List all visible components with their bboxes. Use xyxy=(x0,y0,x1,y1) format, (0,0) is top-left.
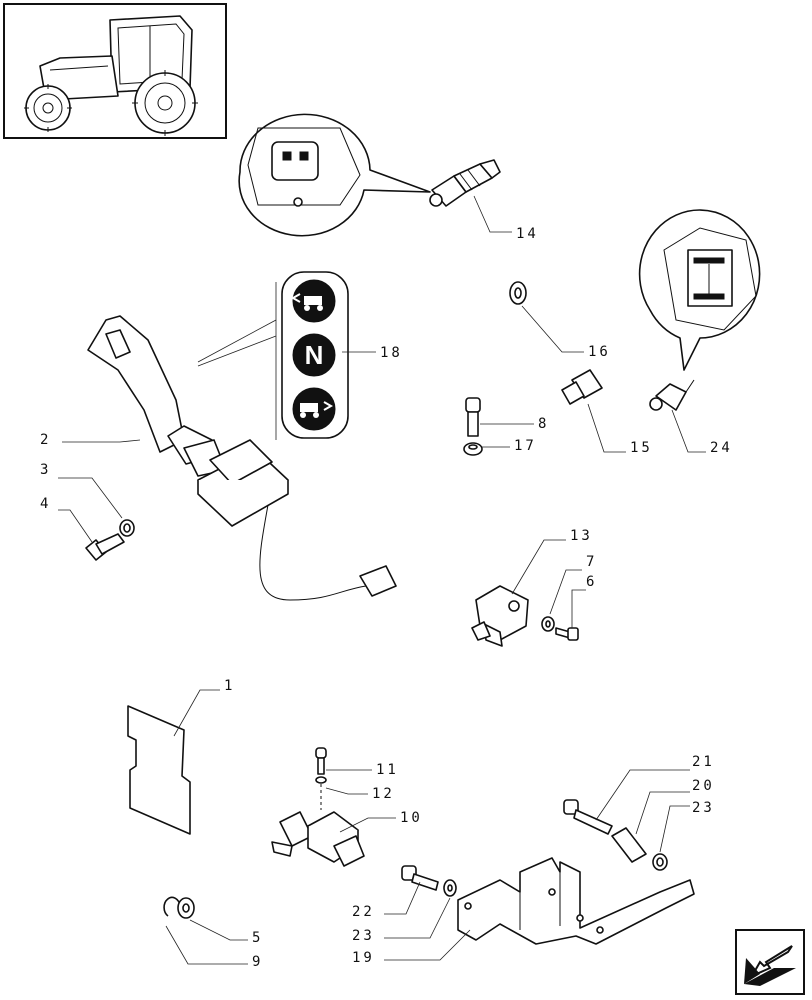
tractor-thumbnail xyxy=(3,3,227,139)
callout-10: 10 xyxy=(400,810,423,826)
callout-23-lower: 23 xyxy=(352,928,375,944)
parts-5-9-circlip-washer: 5 9 xyxy=(163,896,263,970)
callout-11: 11 xyxy=(376,762,399,778)
neutral-icon: N xyxy=(305,340,324,370)
part-2-shuttle-lever: 2 xyxy=(40,315,397,601)
part-14-sensor: 14 xyxy=(238,113,539,242)
callout-9: 9 xyxy=(252,954,263,970)
callout-3: 3 xyxy=(40,462,51,478)
callout-5: 5 xyxy=(252,930,263,946)
tractor-forward-arrow-icon xyxy=(290,293,323,311)
callout-18: 18 xyxy=(380,345,403,361)
parts-20-21-bolt-spacer: 21 20 23 xyxy=(563,754,715,871)
part-13-bracket: 13 xyxy=(471,528,593,647)
arrow-bottom-left-icon[interactable] xyxy=(735,929,805,995)
part-10-sensor: 11 12 10 xyxy=(271,747,423,867)
callout-20: 20 xyxy=(692,778,715,794)
callout-6: 6 xyxy=(586,574,597,590)
callout-8: 8 xyxy=(538,416,549,432)
callout-4: 4 xyxy=(40,496,51,512)
callout-23: 23 xyxy=(692,800,715,816)
part-24-switch: 24 xyxy=(638,209,761,456)
callout-16: 16 xyxy=(588,344,611,360)
callout-1: 1 xyxy=(224,678,235,694)
callout-7: 7 xyxy=(586,554,597,570)
callout-22: 22 xyxy=(352,904,375,920)
callout-12: 12 xyxy=(372,786,395,802)
callout-2: 2 xyxy=(40,432,51,448)
part-15-adapter: 15 xyxy=(561,369,653,456)
part-19-mounting-bracket xyxy=(457,857,695,945)
tractor-reverse-arrow-icon xyxy=(300,401,334,418)
callout-13: 13 xyxy=(570,528,593,544)
callout-15: 15 xyxy=(630,440,653,456)
callout-19: 19 xyxy=(352,950,375,966)
callout-17: 17 xyxy=(514,438,537,454)
parts-8-17-screw-washer: 8 17 xyxy=(463,397,549,456)
part-18-symbol-plate: N 18 xyxy=(197,271,403,440)
part-1-gasket: 1 xyxy=(127,678,235,835)
part-16-washer: 16 xyxy=(509,281,611,360)
parts-6-7-screw-washer: 7 6 xyxy=(541,554,597,641)
callout-14: 14 xyxy=(516,226,539,242)
callout-21: 21 xyxy=(692,754,715,770)
parts-3-4-bolt-washer: 3 4 xyxy=(40,462,135,561)
callout-24: 24 xyxy=(710,440,733,456)
parts-22-23-bolt-washer: 22 23 19 xyxy=(352,865,471,966)
